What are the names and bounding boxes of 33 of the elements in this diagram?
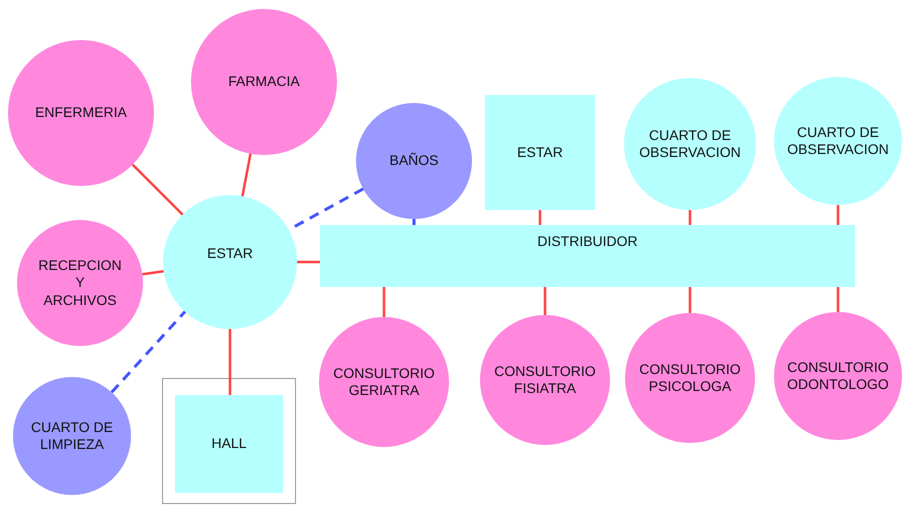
room-label: ESTAR <box>206 245 254 263</box>
room-box <box>175 395 283 493</box>
room-label: CONSULTORIO ODONTOLOGO <box>786 358 890 394</box>
connector-line <box>688 286 692 313</box>
room-label: HALL <box>210 435 248 453</box>
outline-box <box>162 378 296 504</box>
connector-line <box>110 310 186 394</box>
room-label: CONSULTORIO PSICOLOGA <box>638 360 742 396</box>
connector-line <box>382 286 386 317</box>
room-label: BAÑOS <box>388 152 440 170</box>
room-label: RECEPCION Y ARCHIVOS <box>38 256 122 310</box>
room-box <box>485 95 595 210</box>
connector-line <box>142 270 164 276</box>
connector-line <box>688 210 692 226</box>
connector-line <box>544 286 546 315</box>
room-label: ENFERMERIA <box>34 104 128 122</box>
room-label: DISTRIBUIDOR <box>536 233 639 251</box>
connector-line <box>228 329 232 395</box>
connector-line <box>836 286 840 312</box>
room-label: CONSULTORIO FISIATRA <box>493 362 597 398</box>
room-label: CUARTO DE OBSERVACION <box>638 126 742 162</box>
connector-line <box>132 164 184 216</box>
connector-line <box>297 260 320 264</box>
connector-line <box>412 219 416 225</box>
room-label: CUARTO DE LIMPIEZA <box>30 418 114 454</box>
connector-line <box>241 153 252 196</box>
room-label: CONSULTORIO GERIATRA <box>332 364 436 400</box>
room-label: FARMACIA <box>227 73 301 91</box>
room-label: ESTAR <box>516 144 564 162</box>
room-label: CUARTO DE OBSERVACION <box>786 124 890 158</box>
corridor-band <box>320 225 855 287</box>
connector-line <box>836 205 840 226</box>
connector-line <box>538 210 542 226</box>
